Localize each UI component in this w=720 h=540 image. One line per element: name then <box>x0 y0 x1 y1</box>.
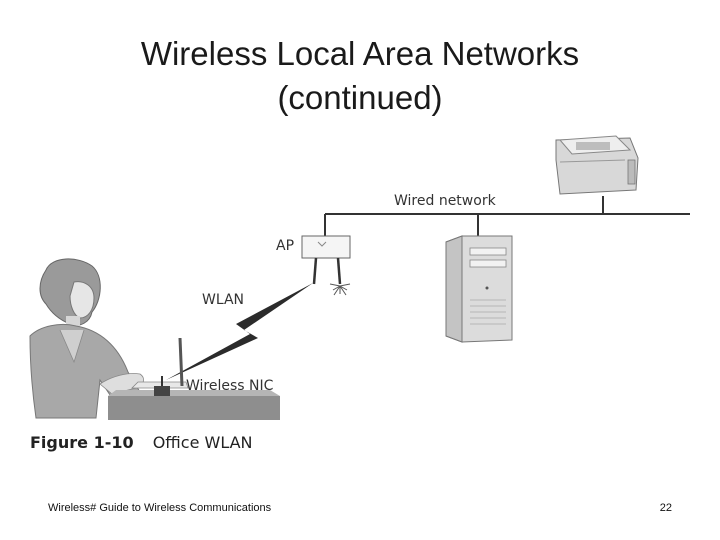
wlan-label: WLAN <box>202 292 245 308</box>
slide-title-line-1: Wireless Local Area Networks <box>140 35 580 72</box>
wired-network-line <box>324 196 690 236</box>
office-worker-illustration <box>29 258 144 419</box>
laptop-desk-illustration <box>108 337 280 420</box>
slide-title: Wireless Local Area Networks (continued) <box>60 32 660 120</box>
page-number: 22 <box>659 502 672 514</box>
ap-label: AP <box>276 238 295 254</box>
footer-text: Wireless# Guide to Wireless Communicatio… <box>48 502 272 514</box>
printer-icon <box>555 135 639 195</box>
server-icon <box>445 235 513 343</box>
wired-network-label: Wired network <box>394 193 496 209</box>
access-point-icon <box>301 235 351 296</box>
slide-title-line-2: (continued) <box>277 79 443 116</box>
figure-caption-number: Figure 1-10 <box>30 433 134 452</box>
wireless-link-bolt-icon <box>166 283 313 380</box>
wireless-nic-label: Wireless NIC <box>186 378 274 394</box>
office-wlan-figure <box>29 135 690 420</box>
figure-caption-text: Office WLAN <box>152 433 253 452</box>
figure-caption: Figure 1-10 Office WLAN <box>30 433 253 452</box>
